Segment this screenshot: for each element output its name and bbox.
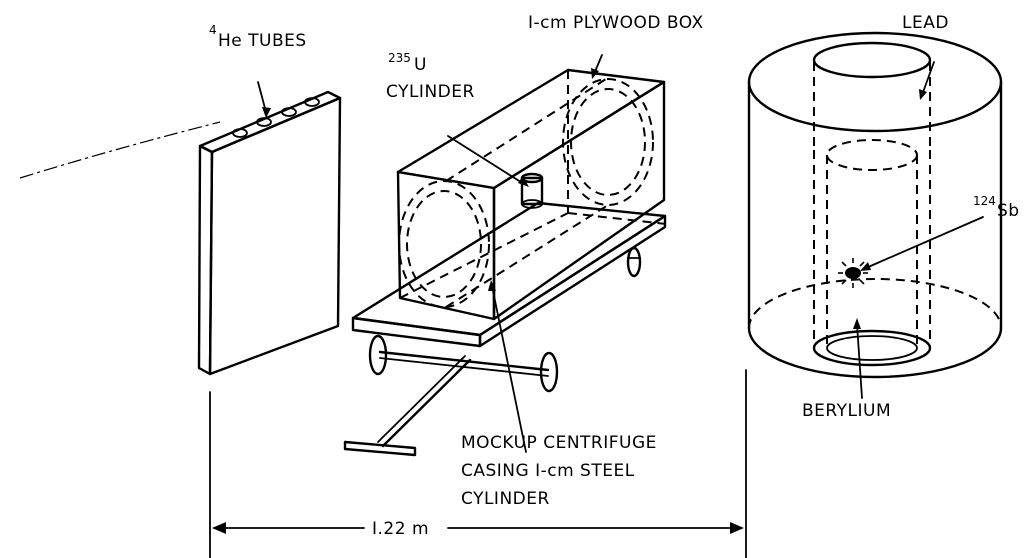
svg-text:4: 4 — [209, 23, 217, 37]
svg-text:Sb: Sb — [997, 201, 1020, 221]
mockup-casing-label: MOCKUP CENTRIFUGE CASING I-cm STEEL CYLI… — [461, 433, 657, 509]
wheel — [539, 351, 559, 393]
beryllium-label: BERYLIUM — [802, 401, 891, 421]
arrowhead-left — [212, 522, 226, 534]
u235-cylinder — [520, 172, 544, 209]
axle — [378, 350, 550, 372]
arrowhead-right — [730, 522, 744, 534]
he-tube-opening — [256, 117, 272, 127]
svg-text:He TUBES: He TUBES — [218, 31, 307, 51]
cart — [343, 201, 667, 457]
lead-label: LEAD — [902, 13, 949, 33]
he-tube-opening — [232, 128, 248, 138]
wheel — [626, 246, 642, 278]
distance-label: I.22 m — [372, 519, 429, 539]
dimension-line — [209, 369, 747, 558]
svg-text:MOCKUP CENTRIFUGE: MOCKUP CENTRIFUGE — [461, 433, 657, 453]
handle-grip — [343, 440, 417, 457]
he-tube-opening — [281, 107, 297, 117]
svg-text:235: 235 — [388, 51, 411, 65]
stray-stroke — [19, 121, 221, 179]
svg-text:CYLINDER: CYLINDER — [386, 82, 475, 102]
svg-text:U: U — [414, 55, 427, 75]
cavity-opening — [812, 41, 932, 79]
he-tube-opening — [304, 97, 320, 107]
steel-cylinder-back — [562, 78, 654, 206]
steel-cylinder-front — [398, 180, 490, 308]
he-tube-panel — [197, 90, 342, 376]
sb124-source — [838, 258, 868, 288]
plywood-box — [396, 68, 667, 321]
svg-text:124: 124 — [973, 194, 996, 208]
plywood-box-label: I-cm PLYWOOD BOX — [528, 13, 704, 33]
he-tubes-label: 4 He TUBES — [209, 23, 307, 51]
u235-cylinder-label: 235 U CYLINDER — [386, 51, 475, 102]
wheel — [368, 334, 388, 376]
lead-shield — [747, 31, 1003, 379]
svg-text:CYLINDER: CYLINDER — [461, 489, 550, 509]
svg-text:CASING I-cm STEEL: CASING I-cm STEEL — [461, 461, 635, 481]
sb-source-label: 124 Sb — [973, 194, 1020, 221]
beryllium-cylinder — [812, 139, 932, 367]
leader-lines — [257, 54, 984, 453]
pull-handle — [381, 358, 472, 448]
